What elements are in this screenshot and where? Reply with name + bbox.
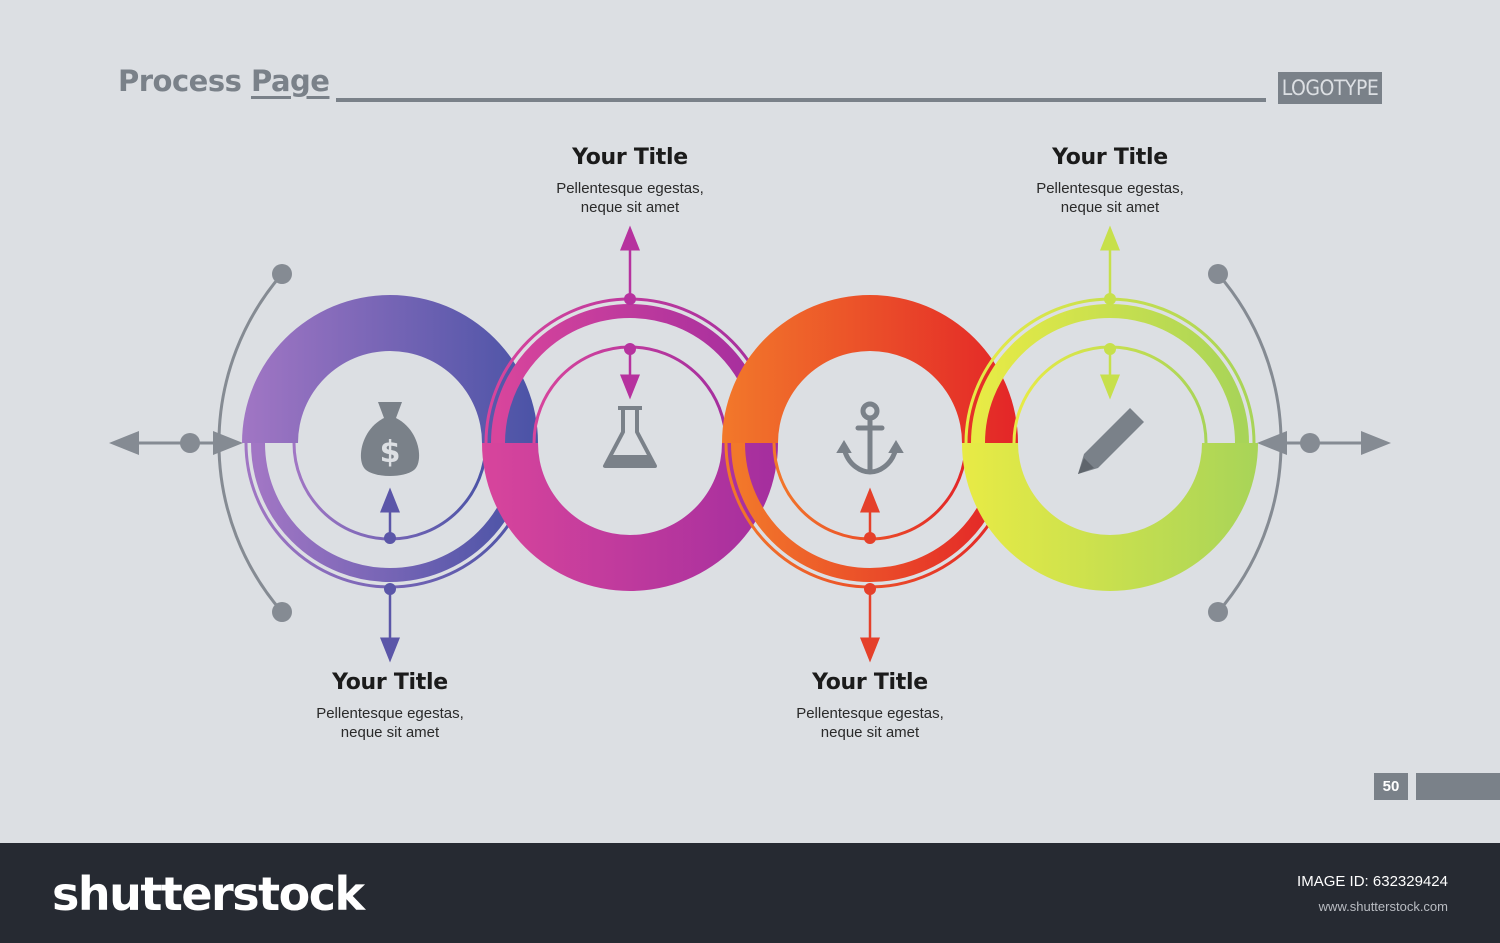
step-1-description: Pellentesque egestas, neque sit amet: [260, 704, 520, 742]
right-bracket: [1208, 264, 1391, 622]
title-word-page: Page: [250, 64, 330, 98]
process-diagram: $: [109, 225, 1391, 663]
logotype: LOGOTYPE: [1278, 72, 1382, 104]
step-3-description: Pellentesque egestas, neque sit amet: [740, 704, 1000, 742]
step-2-desc-line-2: neque sit amet: [580, 199, 680, 216]
step-4-desc-line-1: Pellentesque egestas,: [1036, 180, 1184, 197]
step-4-title: Your Title: [1052, 145, 1168, 170]
step-4-desc-line-2: neque sit amet: [1060, 199, 1160, 216]
step-4-description: Pellentesque egestas, neque sit amet: [980, 179, 1240, 217]
image-id-label: IMAGE ID:: [1297, 873, 1369, 890]
image-id-value: 632329424: [1372, 873, 1448, 890]
step-1-title: Your Title: [332, 670, 448, 695]
title-word-process: Process: [118, 64, 242, 98]
step-2-title: Your Title: [572, 145, 688, 170]
step-3-desc-line-2: neque sit amet: [820, 724, 920, 741]
image-id: IMAGE ID: 632329424: [1297, 873, 1448, 890]
page-title: Process Page: [118, 64, 330, 98]
footer-bar: shutterstock IMAGE ID: 632329424 www.shu…: [0, 843, 1500, 943]
flask-icon: [603, 406, 657, 468]
step-3-title: Your Title: [812, 670, 928, 695]
svg-text:$: $: [380, 435, 401, 470]
page-number: 50: [1374, 773, 1408, 800]
money-bag-icon: $: [360, 402, 420, 476]
step-3-desc-line-1: Pellentesque egestas,: [796, 705, 944, 722]
left-bracket: [109, 264, 292, 622]
pencil-icon: [1078, 408, 1144, 474]
slide: Process Page LOGOTYPE: [109, 64, 1500, 800]
footer-url[interactable]: www.shutterstock.com: [1318, 899, 1448, 914]
anchor-icon: [836, 401, 904, 475]
step-4-ring: [962, 225, 1258, 591]
step-2-description: Pellentesque egestas, neque sit amet: [500, 179, 760, 217]
page-number-bar: [1416, 773, 1500, 800]
step-2-desc-line-1: Pellentesque egestas,: [556, 180, 704, 197]
title-rule: [336, 98, 1266, 102]
step-1-desc-line-2: neque sit amet: [340, 724, 440, 741]
step-1-desc-line-1: Pellentesque egestas,: [316, 705, 464, 722]
shutterstock-logo: shutterstock: [52, 867, 365, 921]
